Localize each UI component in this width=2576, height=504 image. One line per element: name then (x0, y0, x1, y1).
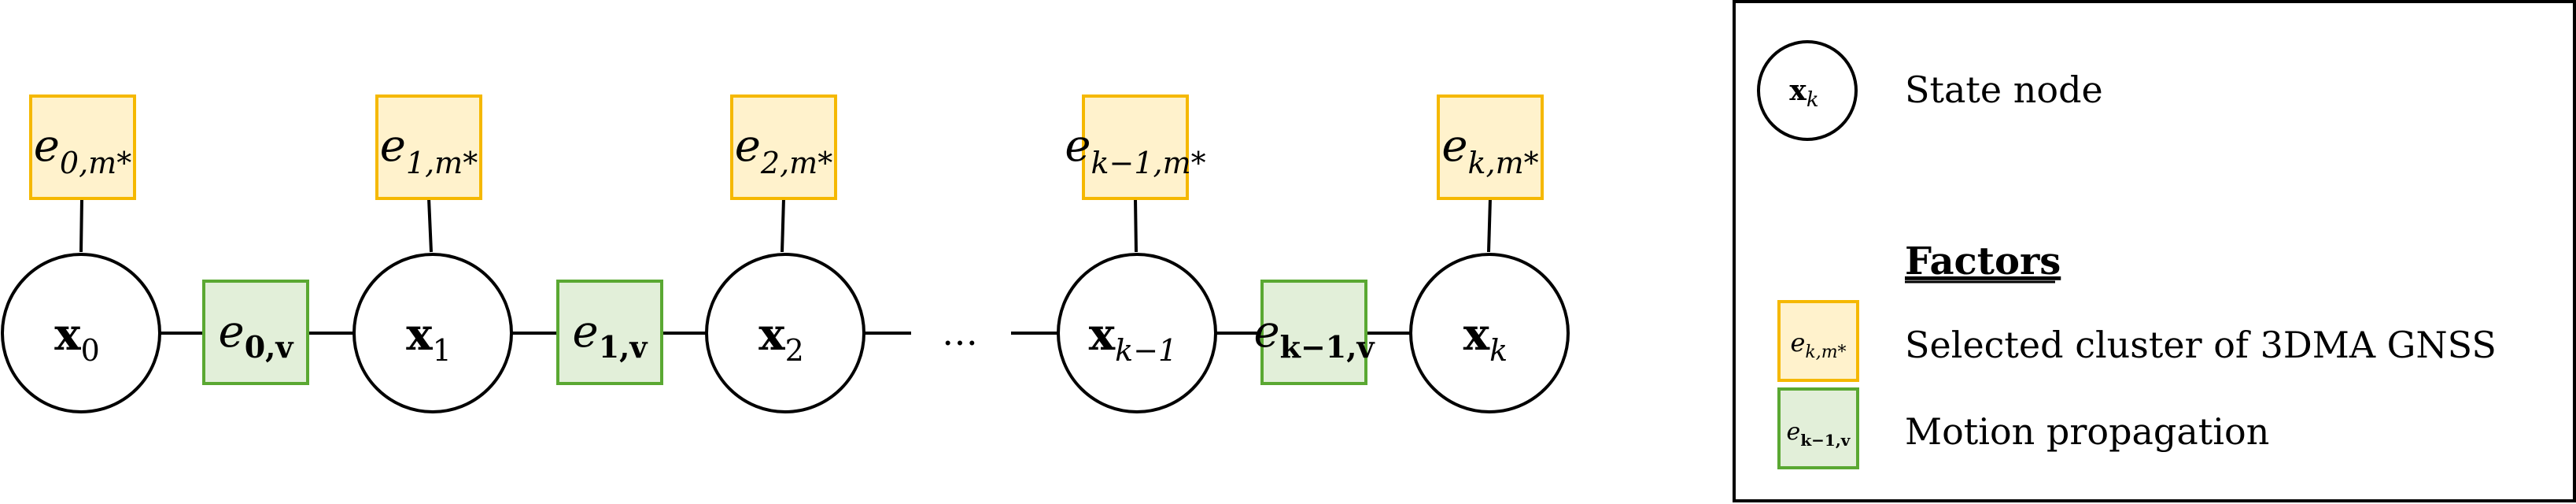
stem-e1m-x1 (427, 198, 433, 253)
svg-text:e0,v: e0,v (219, 306, 295, 365)
motion-factor-e1v: e1,v (556, 280, 663, 385)
svg-text:ek−1,m*: ek−1,m* (1065, 120, 1205, 180)
gnss-factor-e0: e0,m* (29, 94, 136, 200)
state-node-x1: x1 (352, 253, 513, 413)
svg-text:x1: x1 (406, 309, 452, 368)
stem-ek1m-xk1 (1134, 198, 1138, 253)
gnss-factor-ek: ek,m* (1437, 94, 1544, 200)
gnss-factor-e2: e2,m* (730, 94, 837, 200)
legend-motion-label: Motion propagation (1905, 410, 2269, 453)
gnss-factor-ek1: ek−1,m* (1065, 94, 1206, 200)
legend-factors-heading: Factors (1905, 239, 2061, 284)
svg-text:ek−1,v: ek−1,v (1253, 306, 1375, 365)
chain-edges (79, 198, 1492, 335)
svg-text:xk: xk (1463, 309, 1508, 368)
legend-state-node: xk (1757, 40, 1858, 141)
svg-text:x2: x2 (758, 309, 804, 368)
stem-ekm-xk (1487, 198, 1492, 253)
legend-motion-swatch: ek−1,v (1777, 387, 1859, 469)
state-node-x2: x2 (705, 253, 865, 413)
svg-text:xk: xk (1789, 74, 1818, 112)
svg-text:e0,m*: e0,m* (34, 120, 131, 180)
motion-factor-e0v: e0,v (202, 280, 309, 385)
legend: xk State node Factors ek,m* Selected clu… (1733, 0, 2576, 502)
gnss-factor-e1: e1,m* (375, 94, 482, 200)
motion-factor-ek1v: ek−1,v (1253, 280, 1375, 385)
svg-text:ek,m*: ek,m* (1441, 120, 1538, 180)
svg-text:x0: x0 (54, 309, 100, 368)
chain-ellipsis: … (942, 311, 978, 354)
svg-text:e1,v: e1,v (573, 306, 649, 365)
legend-gnss-swatch: ek,m* (1777, 300, 1859, 382)
svg-text:xk−1: xk−1 (1089, 309, 1177, 368)
svg-text:ek−1,v: ek−1,v (1787, 418, 1851, 450)
stem-e0m-x0 (79, 198, 83, 253)
svg-text:e2,m*: e2,m* (735, 120, 832, 180)
legend-frame (1733, 0, 2576, 502)
state-node-xk: xk (1409, 253, 1570, 413)
legend-gnss-label: Selected cluster of 3DMA GNSS (1905, 324, 2497, 366)
state-node-x0: x0 (1, 253, 161, 413)
stem-e2m-x2 (781, 198, 785, 253)
legend-state-node-label: State node (1905, 69, 2103, 111)
svg-text:ek,m*: ek,m* (1790, 328, 1846, 362)
svg-text:e1,m*: e1,m* (380, 120, 478, 180)
state-node-xk1: xk−1 (1057, 253, 1217, 413)
